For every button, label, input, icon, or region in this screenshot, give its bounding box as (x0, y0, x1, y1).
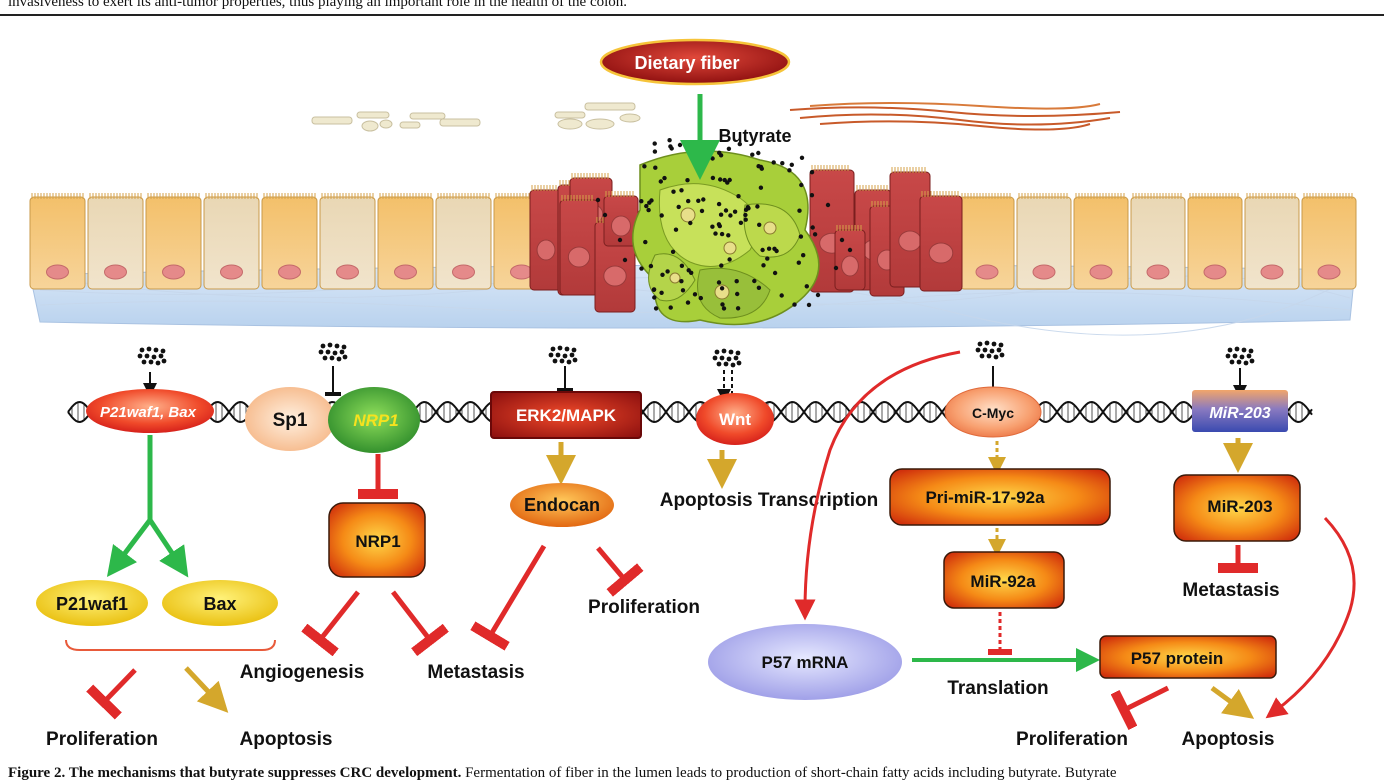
epithelial-cell (319, 193, 376, 290)
p21-activation-branch (106, 518, 152, 577)
erk2-mapk-label: ERK2/MAPK (516, 406, 617, 425)
nrp1-inhibits-metastasis (391, 590, 449, 657)
p21-bax-pathway: P21waf1 Bax Proliferation Apoptosis (36, 435, 332, 750)
mir203-to-apoptosis-arrow (1265, 516, 1356, 719)
nrp1-label: NRP1 (355, 532, 400, 551)
preceding-paragraph-text: invasiveness to exert its anti-tumor pro… (8, 0, 628, 10)
tumor-cell (919, 191, 963, 292)
mir203-label: MiR-203 (1207, 497, 1272, 516)
epithelial-cell (1073, 193, 1129, 290)
endocan-label: Endocan (524, 495, 600, 515)
epithelial-cell (1244, 193, 1300, 290)
apoptosis-transcription-label: Apoptosis Transcription (660, 490, 879, 511)
tumor-cell (529, 185, 563, 291)
sp1-label: Sp1 (273, 410, 308, 431)
epithelial-cell (377, 193, 434, 290)
proliferation-label-1: Proliferation (46, 729, 158, 750)
bax-activation-branch (147, 518, 189, 578)
dietary-fiber-label: Dietary fiber (634, 53, 739, 73)
caption-bold: Figure 2. The mechanisms that butyrate s… (8, 765, 462, 781)
mir203-gene-label: MiR-203 (1209, 405, 1270, 422)
nrp1-pathway: NRP1 Angiogenesis Metastasis (240, 454, 525, 683)
butyrate-to-p57-mrna-arrow (794, 350, 961, 621)
epithelial-cell (261, 193, 318, 290)
p21-bax-label: P21waf1, Bax (100, 404, 197, 421)
proliferation-label-2: Proliferation (588, 597, 700, 618)
tumor-cell (559, 195, 599, 296)
tumor-cells-right (809, 165, 963, 297)
nrp1-gene-node: NRP1 (328, 387, 420, 453)
grouping-bracket (65, 639, 276, 651)
colon-epithelium-illustration (29, 138, 1357, 336)
p57-mrna-label: P57 mRNA (762, 653, 849, 672)
epithelial-cell (1301, 193, 1357, 290)
angiogenesis-label: Angiogenesis (240, 662, 365, 683)
normal-epithelial-cells-right (959, 193, 1357, 290)
butyrate-dot-clusters (137, 340, 1255, 368)
endocan-inhibits-metastasis (470, 544, 547, 651)
metastasis-label-2: Metastasis (1182, 580, 1279, 601)
translation-label: Translation (947, 678, 1048, 699)
epithelial-cell (435, 193, 492, 290)
caption-text: Fermentation of fiber in the lumen leads… (461, 765, 1117, 781)
endocan-inhibits-proliferation (596, 546, 644, 597)
butyrate-dot-cluster (548, 345, 578, 365)
apoptosis-label-1: Apoptosis (240, 729, 333, 750)
sp1-node: Sp1 (245, 387, 335, 451)
figure-caption: Figure 2. The mechanisms that butyrate s… (8, 765, 1382, 782)
fiber-particles-illustration (311, 102, 1121, 132)
butyrate-dot-cluster (137, 346, 167, 366)
mir92a-label: MiR-92a (970, 572, 1036, 591)
epithelial-cell (959, 193, 1015, 290)
epithelial-cell (203, 193, 260, 290)
nrp1-gene-label: NRP1 (353, 411, 398, 430)
p21waf1-label: P21waf1 (56, 594, 128, 614)
wnt-node: Wnt (696, 393, 774, 445)
inhibits-proliferation-1 (86, 668, 137, 720)
cmyc-node: C-Myc (944, 386, 1042, 438)
wnt-pathway: Apoptosis Transcription (660, 450, 879, 511)
tumor-mass (632, 150, 820, 326)
cmyc-pathway: Pri-miR-17-92a MiR-92a P57 mRNA Translat… (708, 350, 1277, 750)
nrp1-inhibits-angiogenesis (301, 590, 360, 657)
erk2-pathway: Endocan Proliferation (470, 442, 700, 651)
butyrate-dot-cluster (318, 342, 348, 362)
bax-label: Bax (203, 594, 236, 614)
tumor-cell (834, 225, 866, 291)
p57-inhibits-proliferation (1110, 685, 1170, 731)
epithelial-cell (145, 193, 202, 290)
wnt-label: Wnt (719, 410, 751, 429)
butyrate-regulation-marks (143, 366, 1247, 403)
butyrate-label: Butyrate (718, 126, 791, 146)
apoptosis-label-3: Apoptosis (1182, 729, 1275, 750)
erk2-mapk-node: ERK2/MAPK (490, 391, 642, 439)
p21-bax-node: P21waf1, Bax (86, 389, 214, 433)
tumor-cell (603, 191, 639, 247)
p57-protein-label: P57 protein (1131, 649, 1224, 668)
epithelial-cell (87, 193, 144, 290)
pri-mir-label: Pri-miR-17-92a (925, 488, 1045, 507)
mir203-gene-node: MiR-203 (1192, 390, 1288, 432)
top-divider (0, 14, 1384, 16)
induces-apoptosis-1 (184, 666, 229, 713)
dietary-fiber-node: Dietary fiber (599, 38, 791, 86)
metastasis-label-1: Metastasis (427, 662, 524, 683)
mir203-pathway: MiR-203 Metastasis (1173, 438, 1356, 719)
p57-induces-apoptosis (1210, 685, 1255, 719)
epithelial-cell (1016, 193, 1072, 290)
epithelial-cell (29, 193, 86, 290)
butyrate-dot-cluster (975, 340, 1005, 360)
normal-epithelial-cells-left (29, 193, 550, 290)
epithelial-cell (1187, 193, 1243, 290)
cmyc-label: C-Myc (972, 405, 1014, 421)
proliferation-label-3: Proliferation (1016, 729, 1128, 750)
butyrate-dot-cluster (712, 348, 742, 368)
butyrate-dot-cluster (1225, 346, 1255, 366)
tumor-cells-left (529, 173, 639, 313)
epithelial-cell (1130, 193, 1186, 290)
